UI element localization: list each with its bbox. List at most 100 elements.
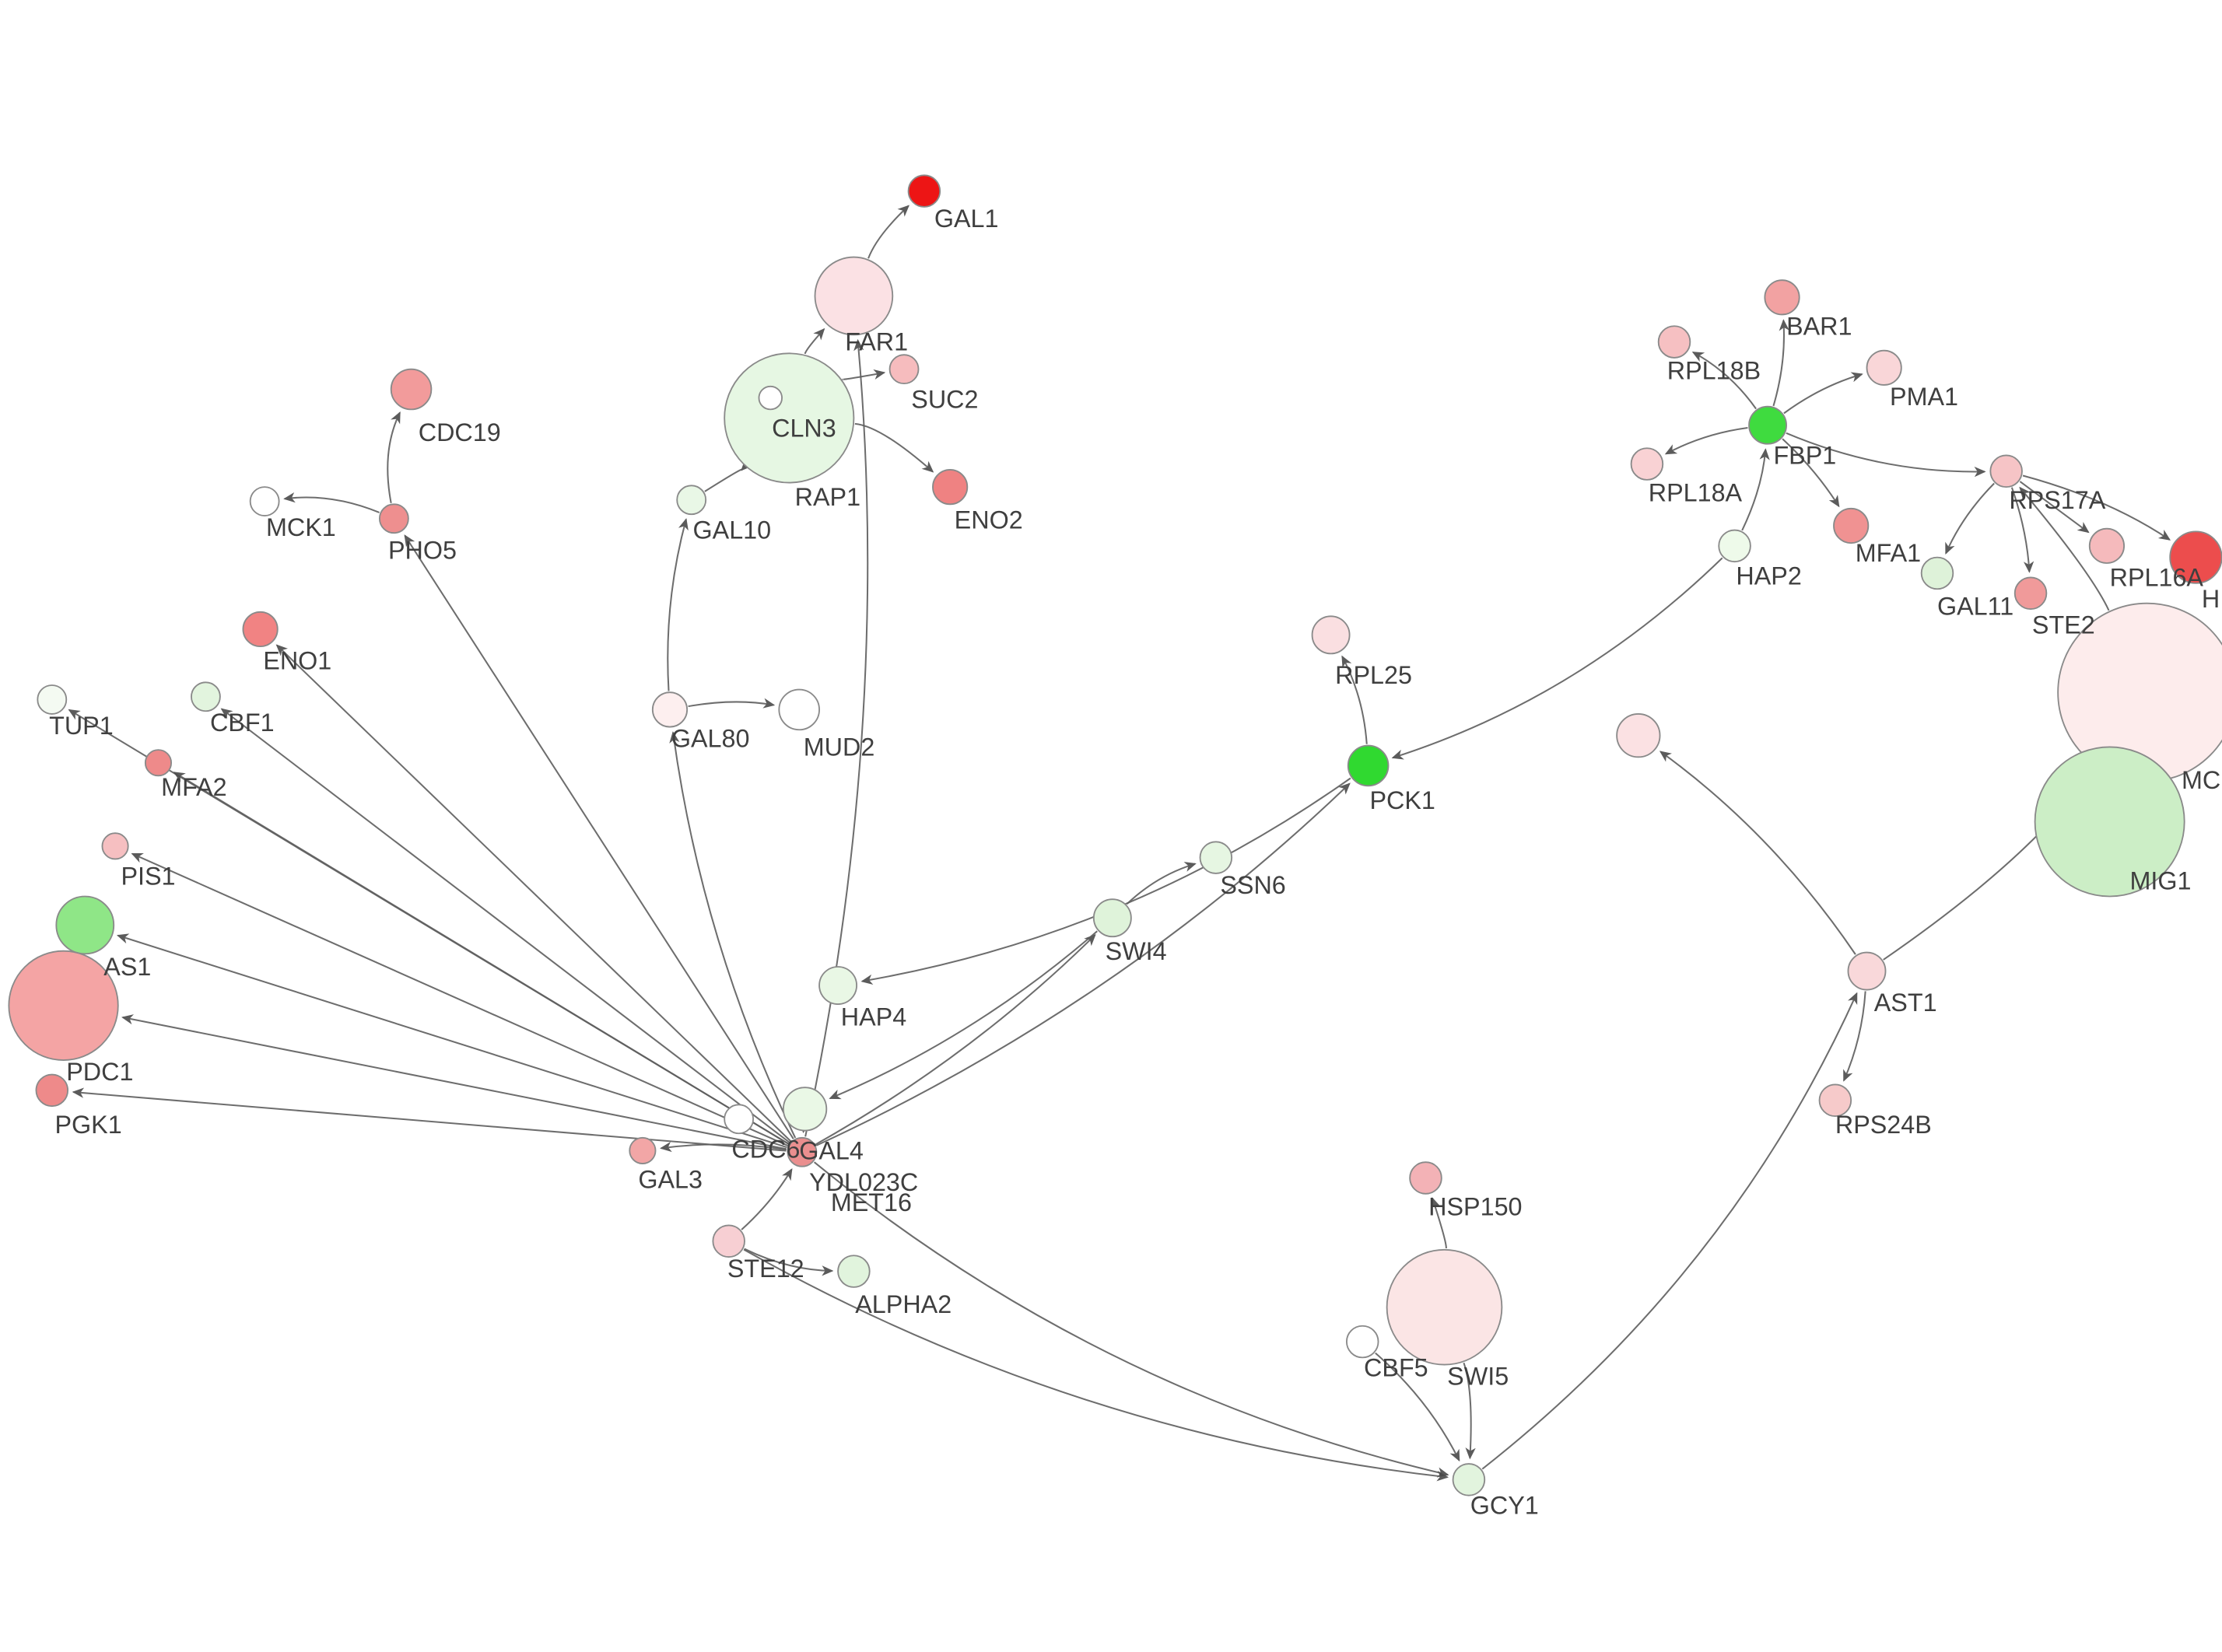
node-label-ste2: STE2 [2032, 611, 2095, 639]
node-cbf1[interactable] [191, 681, 221, 712]
edge-gal4-pis1 [131, 852, 788, 1146]
node-label-gal11: GAL11 [1937, 592, 2013, 620]
node-label-mud2: MUD2 [804, 733, 875, 761]
node-label-rpl18a: RPL18A [1649, 479, 1743, 507]
node-label-far1: FAR1 [845, 328, 908, 356]
edge-pho5-mck1 [283, 492, 380, 513]
node-label-eno1: ENO1 [263, 647, 331, 675]
node-label-rap1: RAP1 [795, 483, 860, 511]
edge-gal4-ras1 [116, 933, 787, 1149]
node-hap4[interactable] [818, 966, 858, 1005]
node-rpl25[interactable] [1311, 615, 1351, 655]
edge-gal4-pgk1 [72, 1087, 787, 1152]
node-alpha2[interactable] [837, 1255, 871, 1288]
node-mfa2[interactable] [144, 749, 173, 777]
node-gcy1[interactable] [1452, 1463, 1486, 1496]
node-rpl18b[interactable] [1657, 325, 1691, 359]
node-gal11[interactable] [1920, 556, 1954, 590]
node-label-cbf5: CBF5 [1364, 1353, 1428, 1381]
node-rap1[interactable] [758, 385, 783, 411]
node-rps24b[interactable] [1818, 1083, 1852, 1118]
edge-ste12-alpha2 [744, 1248, 834, 1276]
node-rpl18a[interactable] [1630, 447, 1664, 481]
node-gal1[interactable] [907, 174, 941, 208]
node-label-gal4: GAL4 [799, 1136, 864, 1164]
node-label-rps17a: RPS17A [2009, 486, 2105, 514]
node-rps17a[interactable] [1989, 454, 2023, 488]
node-label-suc2: SUC2 [911, 386, 978, 414]
node-gal80[interactable] [651, 691, 689, 728]
edge-ast1-node_b [1659, 751, 1856, 955]
node-ast1[interactable] [1847, 951, 1887, 991]
node-node_a[interactable] [782, 1087, 828, 1132]
node-ste12[interactable] [712, 1224, 745, 1258]
node-ras1[interactable] [55, 895, 115, 955]
node-bar1[interactable] [1764, 279, 1800, 316]
node-mud2[interactable] [778, 688, 820, 731]
edge-pck1-rpl25 [1341, 655, 1368, 744]
node-node_b[interactable] [1616, 713, 1661, 758]
node-swi4[interactable] [1092, 898, 1132, 938]
edge-gal4-pho5 [404, 534, 794, 1139]
node-layer [8, 174, 2222, 1496]
node-pgk1[interactable] [35, 1073, 69, 1108]
edge-gal10-cln3 [704, 459, 753, 492]
node-pma1[interactable] [1866, 349, 1902, 386]
node-mfa1[interactable] [1833, 507, 1870, 544]
node-tup1[interactable] [37, 684, 68, 715]
node-hsp150[interactable] [1409, 1161, 1442, 1195]
node-rpl16a[interactable] [2088, 527, 2126, 564]
edge-swi4-ssn6 [1126, 862, 1197, 905]
edge-swi4-node_a [829, 930, 1098, 1100]
node-label-pgk1: PGK1 [54, 1111, 121, 1139]
node-label-gal80: GAL80 [671, 724, 750, 752]
node-label-mig1: MIG1 [2129, 866, 2191, 894]
floating-label-met16: MET16 [831, 1188, 912, 1216]
node-far1[interactable] [814, 256, 894, 336]
node-pck1[interactable] [1347, 744, 1390, 787]
node-cbf5[interactable] [1345, 1325, 1379, 1359]
edge-gal80-mud2 [688, 698, 776, 709]
node-label-rps24b: RPS24B [1835, 1111, 1932, 1139]
node-label-pis1: PIS1 [121, 863, 175, 891]
node-gal4[interactable] [787, 1136, 818, 1167]
node-ste2[interactable] [2013, 576, 2048, 611]
node-label-ras1: AS1 [103, 953, 151, 981]
node-swi5[interactable] [1386, 1248, 1503, 1366]
node-mck1[interactable] [249, 486, 280, 516]
node-pdc1[interactable] [8, 950, 119, 1061]
node-label-mfa2: MFA2 [161, 773, 226, 801]
edge-gal4-cbf1 [220, 708, 790, 1143]
node-hap2[interactable] [1718, 529, 1751, 563]
edge-cbf5-gcy1 [1375, 1352, 1460, 1462]
node-mig1[interactable] [2034, 746, 2185, 898]
node-cdc19[interactable] [390, 368, 433, 411]
node-label-pho5: PHO5 [388, 536, 457, 564]
node-fbp1[interactable] [1748, 405, 1787, 445]
edge-ste12-gcy1 [743, 1248, 1449, 1482]
edge-gal4-swi4 [815, 934, 1096, 1146]
edge-gal4-far1 [804, 338, 869, 1137]
edge-gal4-gcy1 [813, 1161, 1449, 1478]
node-label-cln3: CLN3 [772, 414, 836, 442]
node-cln3[interactable] [724, 352, 855, 484]
node-pho5[interactable] [378, 503, 409, 534]
node-gal10[interactable] [676, 485, 707, 516]
node-suc2[interactable] [888, 354, 920, 385]
node-label-cdc6: CDC6 [731, 1136, 800, 1164]
node-pis1[interactable] [101, 832, 129, 860]
node-label-pma1: PMA1 [1890, 383, 1958, 411]
node-eno1[interactable] [242, 611, 279, 648]
edge-fbp1-mfa1 [1782, 438, 1840, 508]
node-label-gal1: GAL1 [934, 205, 999, 233]
edge-gal4-pck1 [815, 782, 1351, 1146]
edge-hap2-pck1 [1391, 557, 1723, 760]
node-cdc6[interactable] [724, 1104, 755, 1135]
node-gal3[interactable] [629, 1136, 657, 1164]
node-label-bar1: BAR1 [1786, 312, 1852, 340]
node-label-tup1: TUP1 [49, 712, 114, 740]
edge-gal4-gal80 [669, 731, 797, 1139]
node-eno2[interactable] [932, 469, 969, 506]
node-ssn6[interactable] [1199, 841, 1233, 874]
